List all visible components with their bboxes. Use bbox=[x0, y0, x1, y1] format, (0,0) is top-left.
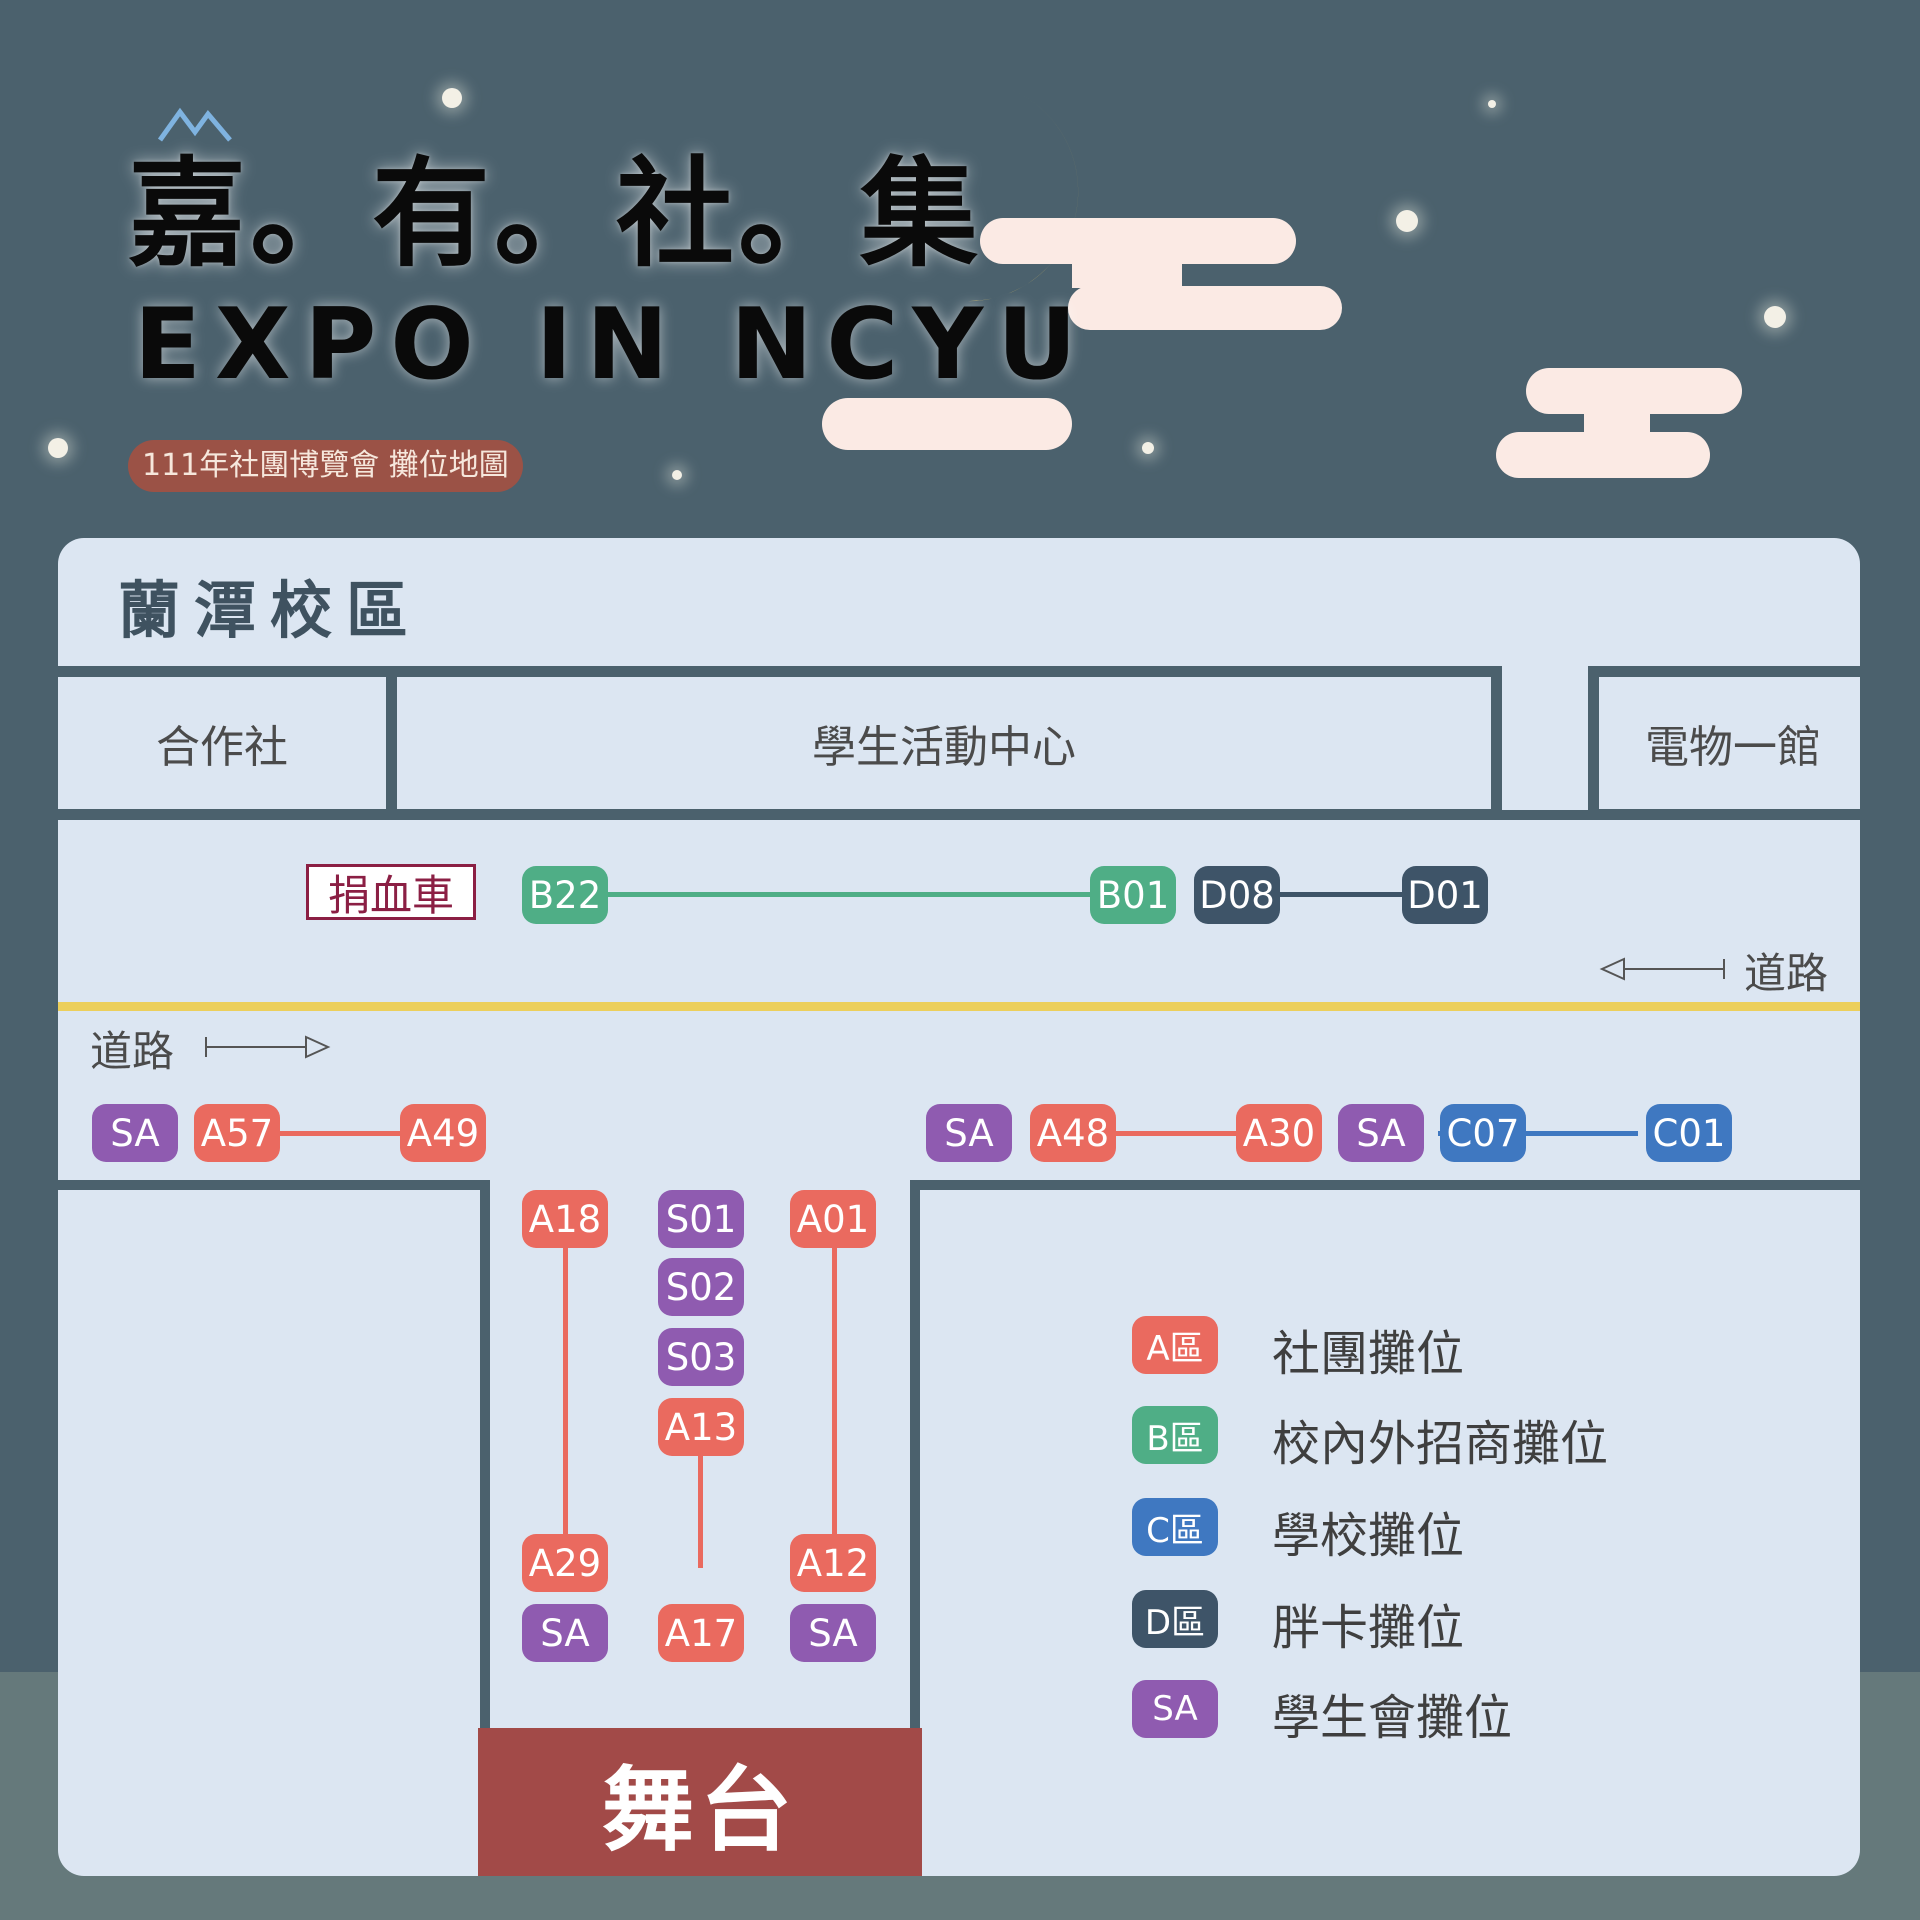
subtitle-badge: 111年社團博覽會 攤位地圖 bbox=[128, 440, 523, 492]
legend-label-sa: 學生會攤位 bbox=[1272, 1690, 1513, 1746]
road-arrow-right-icon bbox=[205, 1035, 331, 1059]
legend-key-a: A區 bbox=[1132, 1316, 1218, 1374]
booth-s02: S02 bbox=[658, 1258, 744, 1316]
wall-left-block bbox=[58, 1180, 490, 1190]
title-chinese: 嘉。有。社。集 bbox=[128, 144, 983, 283]
road-label-west: 道路 bbox=[90, 1027, 175, 1076]
booth-a13: A13 bbox=[658, 1398, 744, 1456]
cloud bbox=[1068, 286, 1342, 330]
building-student-center: 學生活動中心 bbox=[386, 666, 1502, 820]
booth-a17: A17 bbox=[658, 1604, 744, 1662]
cloud bbox=[1496, 432, 1710, 478]
legend-key-sa: SA bbox=[1132, 1680, 1218, 1738]
legend-label-d: 胖卡攤位 bbox=[1272, 1600, 1465, 1656]
star bbox=[1488, 100, 1496, 108]
booth-sa: SA bbox=[1338, 1104, 1424, 1162]
booth-a48: A48 bbox=[1030, 1104, 1116, 1162]
a57-a49-line bbox=[278, 1131, 478, 1136]
booth-b22: B22 bbox=[522, 866, 608, 924]
a48-a30-line bbox=[1070, 1131, 1270, 1136]
legend-label-b: 校內外招商攤位 bbox=[1272, 1416, 1609, 1472]
legend-key-b: B區 bbox=[1132, 1406, 1218, 1464]
booth-d08: D08 bbox=[1194, 866, 1280, 924]
star bbox=[1142, 442, 1154, 454]
booth-a30: A30 bbox=[1236, 1104, 1322, 1162]
booth-sa: SA bbox=[522, 1604, 608, 1662]
road-divider-wall bbox=[58, 810, 1860, 820]
booth-sa: SA bbox=[926, 1104, 1012, 1162]
building-coop: 合作社 bbox=[58, 666, 397, 820]
d-row-line bbox=[1270, 892, 1470, 897]
building-ee: 電物一館 bbox=[1588, 666, 1860, 820]
star bbox=[48, 438, 68, 458]
legend-label-a: 社團攤位 bbox=[1272, 1326, 1465, 1382]
road-label-east: 道路 bbox=[1744, 949, 1829, 998]
booth-c07: C07 bbox=[1440, 1104, 1526, 1162]
star bbox=[442, 88, 462, 108]
cloud bbox=[822, 398, 1072, 450]
a13-a17-line bbox=[698, 1428, 703, 1568]
legend-key-c: C區 bbox=[1132, 1498, 1218, 1556]
booth-a49: A49 bbox=[400, 1104, 486, 1162]
title-english: EXPO IN NCYU bbox=[134, 288, 1091, 402]
booth-s01: S01 bbox=[658, 1190, 744, 1248]
booth-b01: B01 bbox=[1090, 866, 1176, 924]
campus-map: 蘭潭校區 合作社 學生活動中心 電物一館 捐血車 B22 B01 D08 D01… bbox=[58, 538, 1860, 1876]
booth-sa: SA bbox=[790, 1604, 876, 1662]
a01-a12-line bbox=[832, 1218, 837, 1558]
cloud bbox=[1526, 368, 1742, 414]
booth-s03: S03 bbox=[658, 1328, 744, 1386]
a18-a29-line bbox=[563, 1218, 568, 1558]
cloud bbox=[980, 218, 1296, 264]
b-row-line bbox=[566, 892, 1146, 897]
booth-a18: A18 bbox=[522, 1190, 608, 1248]
mountain-icon bbox=[158, 107, 232, 142]
booth-a29: A29 bbox=[522, 1534, 608, 1592]
wall-right-block bbox=[910, 1180, 1860, 1190]
blood-donation-truck: 捐血車 bbox=[306, 864, 476, 920]
booth-c01: C01 bbox=[1646, 1104, 1732, 1162]
building-student-center-label: 學生活動中心 bbox=[812, 722, 1076, 773]
wall-left-block bbox=[480, 1180, 490, 1740]
booth-sa: SA bbox=[92, 1104, 178, 1162]
booth-a57: A57 bbox=[194, 1104, 280, 1162]
star bbox=[1396, 210, 1418, 232]
cloud bbox=[1072, 264, 1182, 288]
road-arrow-left-icon bbox=[1599, 957, 1725, 981]
legend-label-c: 學校攤位 bbox=[1272, 1508, 1465, 1564]
star bbox=[1764, 306, 1786, 328]
c-row-line bbox=[1438, 1131, 1638, 1136]
building-coop-label: 合作社 bbox=[156, 722, 288, 773]
booth-d01: D01 bbox=[1402, 866, 1488, 924]
road-centerline bbox=[58, 1002, 1860, 1011]
booth-a12: A12 bbox=[790, 1534, 876, 1592]
building-ee-label: 電物一館 bbox=[1645, 722, 1821, 773]
booth-a01: A01 bbox=[790, 1190, 876, 1248]
campus-name: 蘭潭校區 bbox=[118, 574, 423, 647]
legend-key-d: D區 bbox=[1132, 1590, 1218, 1648]
star bbox=[672, 470, 682, 480]
stage: 舞台 bbox=[478, 1728, 922, 1876]
wall-right-block bbox=[910, 1180, 920, 1740]
